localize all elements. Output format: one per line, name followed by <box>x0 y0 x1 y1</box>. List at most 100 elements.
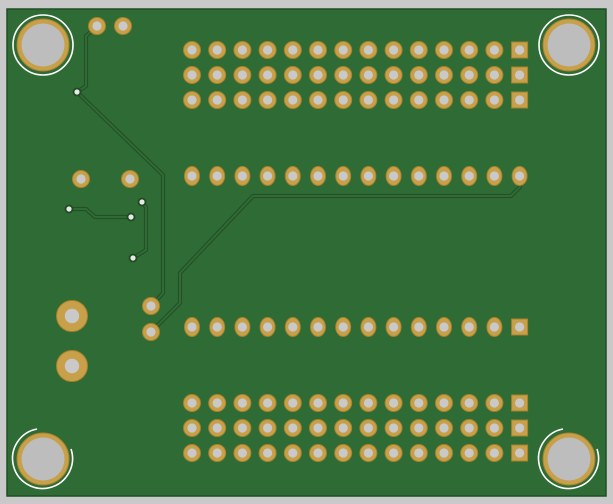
pad <box>208 91 227 109</box>
silkscreen-arc <box>537 428 600 490</box>
pad <box>511 444 529 462</box>
pad-mid-b <box>121 170 139 188</box>
pad <box>233 41 252 59</box>
pad <box>309 66 327 84</box>
pad <box>183 91 201 109</box>
pad <box>460 41 479 59</box>
pad <box>460 419 479 437</box>
drill-hole <box>21 23 65 67</box>
pad <box>460 91 479 109</box>
pad <box>511 91 529 109</box>
pad <box>460 394 479 412</box>
pad <box>183 419 201 437</box>
pad <box>511 394 529 412</box>
pad <box>435 444 453 462</box>
pad <box>283 41 302 59</box>
pad <box>460 444 479 462</box>
pad <box>283 91 302 109</box>
pad <box>334 394 353 412</box>
pad <box>233 394 252 412</box>
pad <box>184 317 200 337</box>
header-top-2 <box>183 66 529 84</box>
via-2 <box>64 204 74 214</box>
pad-lower-a <box>142 297 160 315</box>
pad <box>360 317 377 337</box>
pad <box>183 66 201 84</box>
pad <box>209 317 226 337</box>
pad <box>486 317 503 337</box>
pad <box>258 444 277 462</box>
pad <box>208 41 227 59</box>
pad <box>384 66 403 84</box>
pad <box>283 394 302 412</box>
pad <box>511 419 529 437</box>
pad-large-b <box>56 350 88 382</box>
header-mid-lower <box>184 317 529 337</box>
pad <box>284 317 301 337</box>
pad <box>259 317 276 337</box>
pad <box>208 444 227 462</box>
pad <box>511 318 529 336</box>
pad <box>409 91 428 109</box>
via-4 <box>137 197 147 207</box>
drill-hole <box>21 437 65 481</box>
pad <box>511 166 528 186</box>
mounting-holes <box>11 14 600 490</box>
pad <box>485 41 504 59</box>
pad <box>233 66 252 84</box>
pad <box>309 394 327 412</box>
pad <box>385 166 402 186</box>
pad <box>258 419 277 437</box>
via-1 <box>72 87 82 97</box>
pad <box>359 394 378 412</box>
silkscreen-arc <box>11 428 74 490</box>
pad <box>209 166 226 186</box>
pad <box>184 166 200 186</box>
pad <box>335 317 352 337</box>
pad <box>384 41 403 59</box>
pad <box>309 419 327 437</box>
pad <box>409 394 428 412</box>
pad <box>360 166 377 186</box>
pad <box>436 317 452 337</box>
pad <box>233 91 252 109</box>
pad <box>334 444 353 462</box>
pad <box>259 166 276 186</box>
header-top-1 <box>183 41 529 59</box>
pad <box>409 41 428 59</box>
pad <box>511 66 529 84</box>
pad <box>283 419 302 437</box>
pad <box>384 444 403 462</box>
pad <box>409 444 428 462</box>
pad <box>359 444 378 462</box>
pad <box>485 419 504 437</box>
header-bottom-3 <box>183 444 529 462</box>
silkscreen-ring <box>12 14 74 76</box>
pad <box>258 41 277 59</box>
pad <box>233 444 252 462</box>
pad <box>183 444 201 462</box>
pad <box>283 66 302 84</box>
pad <box>183 41 201 59</box>
pad <box>208 66 227 84</box>
pad <box>334 91 353 109</box>
pad <box>485 394 504 412</box>
pad <box>410 166 427 186</box>
pad <box>409 66 428 84</box>
pad-top-a <box>88 17 106 35</box>
board-soldermask <box>6 8 607 497</box>
header-mid-upper <box>184 166 528 186</box>
pad <box>435 66 453 84</box>
pad <box>511 41 529 59</box>
mounting-hole-bottom-left <box>11 428 74 490</box>
pad <box>309 91 327 109</box>
pad <box>359 419 378 437</box>
pad <box>461 166 478 186</box>
pad <box>284 166 301 186</box>
pad <box>435 91 453 109</box>
pad <box>435 394 453 412</box>
pad <box>234 166 251 186</box>
pad <box>334 41 353 59</box>
pad <box>384 419 403 437</box>
